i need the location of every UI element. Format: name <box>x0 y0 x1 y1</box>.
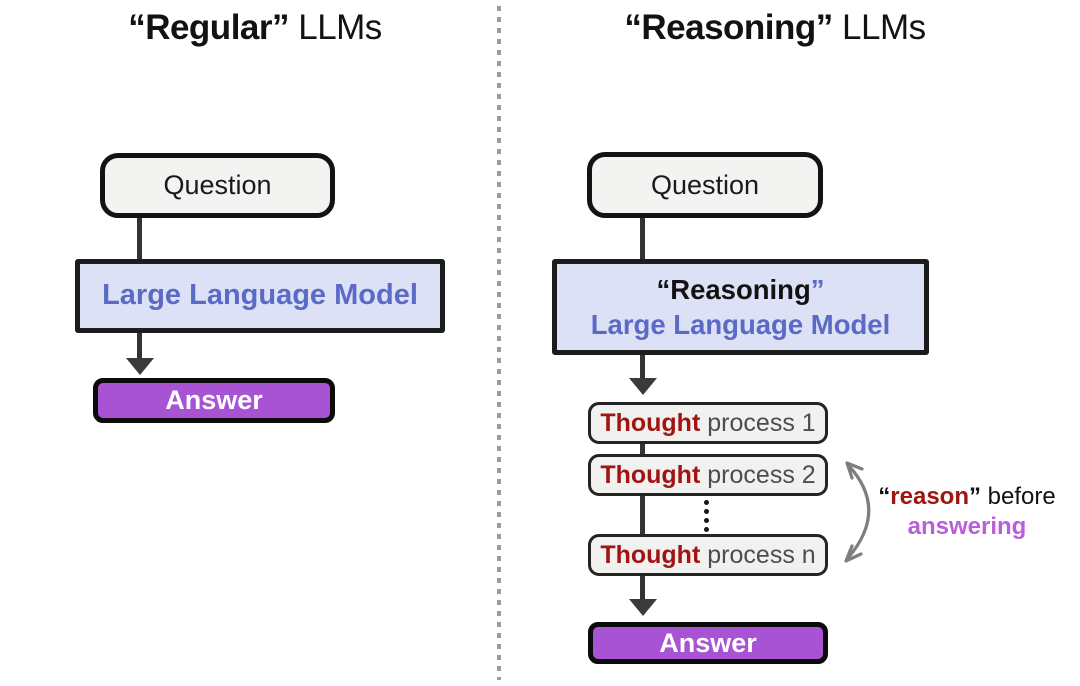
left-question-label: Question <box>163 170 272 200</box>
thought-2-rest: process 2 <box>707 460 816 489</box>
left-answer-node: Answer <box>93 378 335 423</box>
left-question-node: Question <box>100 153 335 218</box>
thought-process-2-node: Thought process 2 <box>588 454 828 496</box>
right-arrow-stem-2 <box>640 576 645 600</box>
thought-2-word: Thought <box>600 460 701 489</box>
right-model-quote-open: “ <box>656 273 671 305</box>
thought-1-rest: process 1 <box>707 408 816 437</box>
reason-before-answering-note: “reason” before answering <box>872 482 1062 542</box>
right-model-label: Large Language Model <box>590 309 891 340</box>
thought-n-word: Thought <box>600 540 701 569</box>
left-arrow-stem <box>137 331 142 359</box>
right-title-bold: “Reasoning” <box>624 8 833 47</box>
right-arrow-down-icon-2 <box>629 599 657 616</box>
left-connector-line <box>137 215 142 261</box>
note-line-2: answering <box>872 512 1062 542</box>
right-model-line1: “Reasoning” <box>656 272 824 307</box>
right-arrow-stem-1 <box>640 353 645 379</box>
thought-1-word: Thought <box>600 408 701 437</box>
right-panel-title: “Reasoning” LLMs <box>575 8 975 54</box>
note-reason-word: reason <box>890 483 969 510</box>
left-model-node: Large Language Model <box>75 259 445 333</box>
right-model-node: “Reasoning” Large Language Model <box>552 259 929 355</box>
note-answering-word: answering <box>907 513 1027 540</box>
note-before-word: before <box>980 483 1056 510</box>
left-panel-title: “Regular” LLMs <box>55 8 455 54</box>
note-quote-close: ” <box>968 483 981 510</box>
note-line-1: “reason” before <box>872 482 1062 512</box>
left-arrow-down-icon <box>126 358 154 375</box>
left-model-label: Large Language Model <box>102 279 418 312</box>
right-question-node: Question <box>587 152 823 218</box>
right-question-label: Question <box>650 169 760 200</box>
panel-divider <box>497 6 501 680</box>
right-model-name: Reasoning <box>670 273 811 305</box>
right-answer-node: Answer <box>588 622 828 664</box>
right-model-quote-close: ” <box>810 273 825 305</box>
thought-process-n-node: Thought process n <box>588 534 828 576</box>
right-arrow-down-icon-1 <box>629 378 657 395</box>
right-answer-label: Answer <box>659 627 757 658</box>
left-answer-label: Answer <box>165 385 263 415</box>
note-quote-open: “ <box>878 483 891 510</box>
thought-n-rest: process n <box>707 540 816 569</box>
right-title-rest: LLMs <box>832 8 926 47</box>
vertical-ellipsis-icon <box>704 500 709 532</box>
left-title-rest: LLMs <box>289 8 382 47</box>
reason-loop-arrow-icon <box>844 461 871 563</box>
left-title-bold: “Regular” <box>128 8 289 47</box>
thought-process-1-node: Thought process 1 <box>588 402 828 444</box>
right-connector-line <box>640 215 645 262</box>
